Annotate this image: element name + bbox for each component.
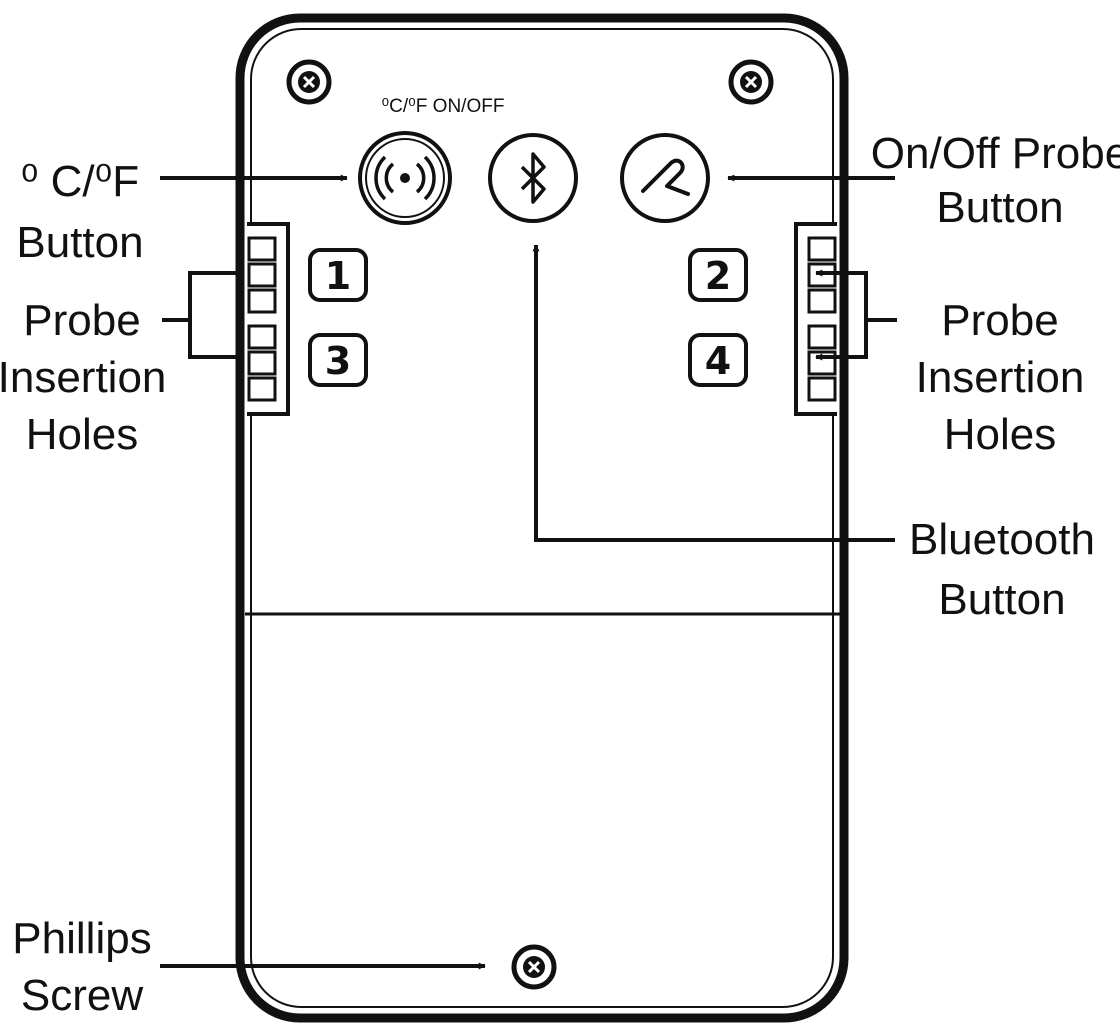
svg-text:⁰ C/⁰F: ⁰ C/⁰F (21, 157, 139, 206)
probe-holes-right-arrow (815, 269, 897, 361)
svg-text:On/Off Probe: On/Off Probe (871, 129, 1120, 178)
probe-holes-right-callout: Probe Insertion Holes (916, 296, 1085, 459)
svg-text:Button: Button (936, 183, 1063, 232)
svg-text:Bluetooth: Bluetooth (909, 515, 1095, 564)
svg-text:Holes: Holes (944, 410, 1057, 459)
port-2-badge: 2 (688, 248, 748, 302)
svg-text:2: 2 (705, 254, 731, 298)
probe-button-callout: On/Off Probe Button (871, 129, 1120, 232)
probe-holes-left-callout: Probe Insertion Holes (0, 296, 166, 459)
svg-text:1: 1 (325, 254, 351, 298)
svg-text:Insertion: Insertion (0, 353, 166, 402)
probe-on-off-button[interactable] (620, 133, 710, 223)
probe-holes-left-arrow (162, 269, 244, 361)
device-top-label: ⁰C/⁰F ON/OFF (382, 96, 505, 117)
svg-text:4: 4 (705, 339, 731, 383)
probe-holes-left (247, 222, 290, 416)
temp-button-callout: ⁰ C/⁰F Button (16, 157, 143, 267)
svg-text:Probe: Probe (23, 296, 140, 345)
radio-waves-icon (374, 155, 436, 201)
screw-top-left (286, 59, 332, 105)
svg-text:3: 3 (325, 339, 351, 383)
svg-text:Phillips: Phillips (12, 914, 151, 963)
phillips-screw-callout: Phillips Screw (12, 914, 151, 1020)
probe-holes-right (794, 222, 837, 416)
port-3-badge: 3 (308, 333, 368, 387)
bluetooth-button-arrow (532, 244, 895, 542)
svg-text:Holes: Holes (26, 410, 139, 459)
svg-text:Button: Button (938, 575, 1065, 624)
svg-text:Insertion: Insertion (916, 353, 1085, 402)
phillips-screw-icon (511, 944, 557, 990)
temp-unit-button[interactable] (358, 131, 452, 225)
screw-top-right (728, 59, 774, 105)
bluetooth-button-callout: Bluetooth Button (909, 515, 1095, 624)
port-4-badge: 4 (688, 333, 748, 387)
svg-text:Button: Button (16, 218, 143, 267)
bluetooth-icon (520, 152, 546, 204)
bluetooth-button[interactable] (488, 133, 578, 223)
svg-text:Probe: Probe (941, 296, 1058, 345)
port-1-badge: 1 (308, 248, 368, 302)
svg-text:Screw: Screw (21, 971, 143, 1020)
probe-icon (641, 158, 690, 196)
